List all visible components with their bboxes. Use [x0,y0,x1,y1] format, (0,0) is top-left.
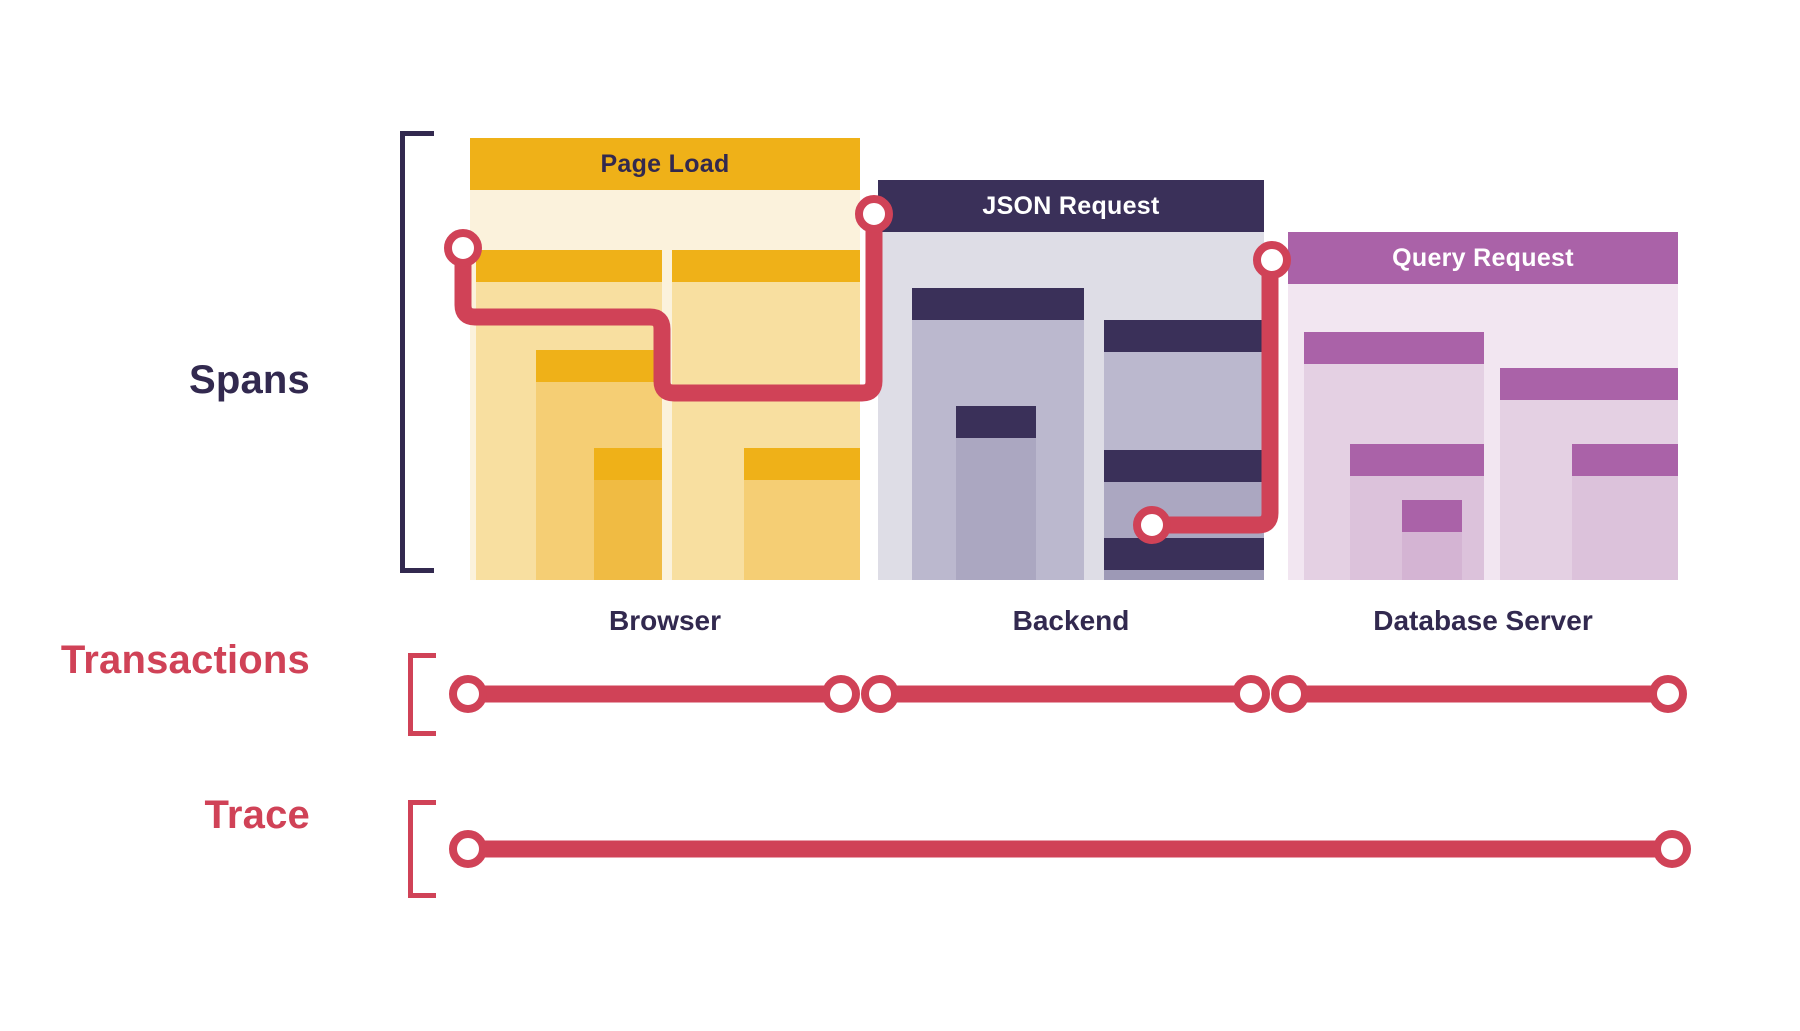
transaction-body-browser [470,190,860,580]
span-cap [672,250,860,282]
span-bar [1104,538,1264,580]
span-bar [744,448,860,580]
span-cap [912,288,1084,320]
trace-node-end[interactable] [1653,830,1691,868]
span-body [1402,532,1462,580]
row-label-transactions: Transactions [60,638,310,682]
trace-bracket [408,800,436,898]
transaction-title-json-request: JSON Request [878,180,1264,232]
span-bar [594,448,662,580]
row-label-spans: Spans [188,358,310,402]
service-caption-browser: Browser [608,605,722,636]
span-cap [1350,444,1484,476]
transaction-node-browser-start[interactable] [449,675,487,713]
span-cap [1304,332,1484,364]
span-cap [1104,538,1264,570]
span-body [1572,476,1678,580]
transaction-node-browser-end[interactable] [822,675,860,713]
span-cap [1402,500,1462,532]
service-caption-backend: Backend [1012,605,1130,636]
span-cap [1572,444,1678,476]
span-cap [536,350,662,382]
transaction-title-query-request: Query Request [1288,232,1678,284]
transaction-body-backend [878,232,1264,580]
span-cap [956,406,1036,438]
service-caption-database-server: Database Server [1373,605,1593,636]
transaction-node-backend-end[interactable] [1232,675,1270,713]
span-cap [744,448,860,480]
span-cap [1104,450,1264,482]
spans-bracket [400,131,434,573]
span-body [1104,570,1264,580]
span-cap [1104,320,1264,352]
span-bar [956,406,1036,580]
transaction-body-database [1288,284,1678,580]
row-label-trace: Trace [204,793,310,837]
transaction-node-database-start[interactable] [1271,675,1309,713]
span-bar [1402,500,1462,580]
transaction-node-database-end[interactable] [1649,675,1687,713]
transactions-bracket [408,653,436,736]
span-body [956,438,1036,580]
span-bar [1572,444,1678,580]
span-body [744,480,860,580]
span-cap [594,448,662,480]
span-cap [1500,368,1678,400]
span-cap [476,250,662,282]
trace-node-start[interactable] [449,830,487,868]
span-body [594,480,662,580]
transaction-node-backend-start[interactable] [861,675,899,713]
transaction-title-page-load: Page Load [470,138,860,190]
